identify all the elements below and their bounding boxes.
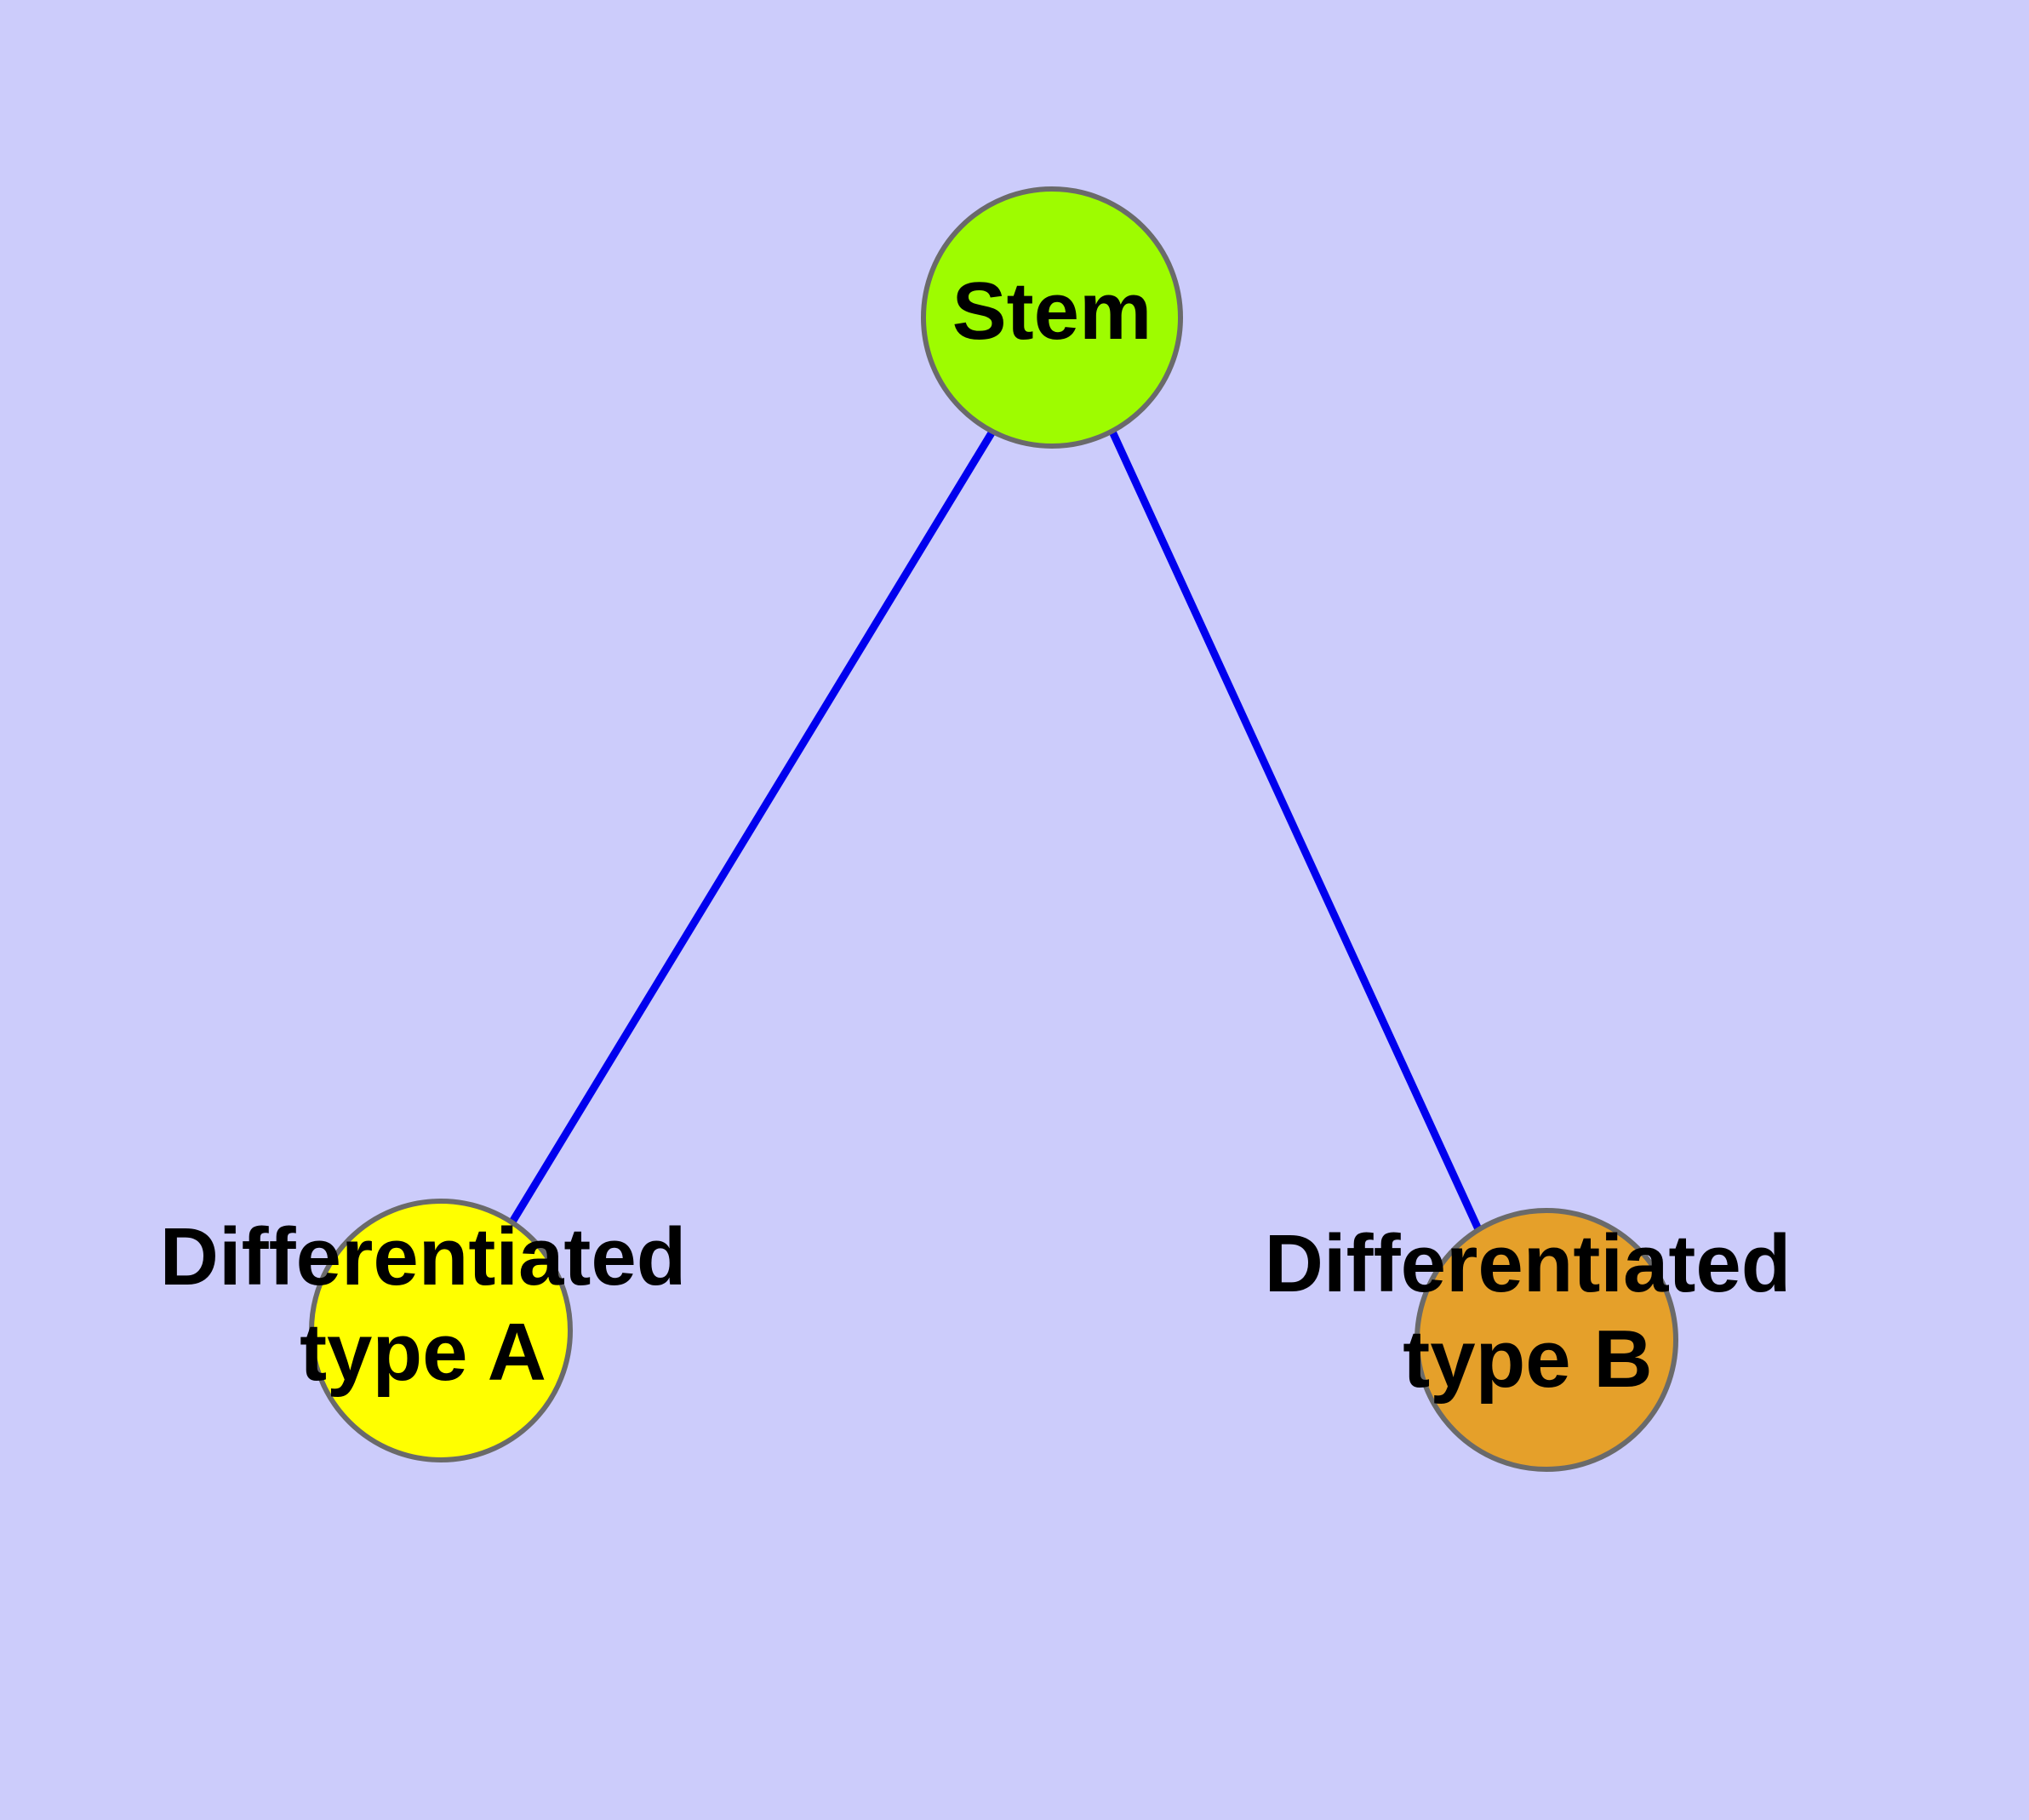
edge-stem-to-diff-b[interactable] bbox=[1108, 430, 1483, 1231]
node-diff-a-circle[interactable] bbox=[309, 1199, 573, 1462]
label-line: type A bbox=[300, 1307, 546, 1398]
edge-stem-to-diff-a[interactable] bbox=[508, 429, 996, 1226]
label-line: Differentiated bbox=[1265, 1218, 1792, 1309]
node-stem[interactable] bbox=[921, 186, 1183, 449]
node-stem-label: Stem bbox=[952, 266, 1152, 357]
label-line: type B bbox=[1403, 1313, 1652, 1405]
node-diff-b-circle[interactable] bbox=[1415, 1208, 1678, 1472]
node-diff-b[interactable] bbox=[1415, 1208, 1678, 1472]
node-layer bbox=[309, 186, 1678, 1472]
label-line: Stem bbox=[952, 266, 1152, 357]
node-diff-a[interactable] bbox=[309, 1199, 573, 1462]
label-line: Differentiated bbox=[160, 1211, 687, 1302]
edge-layer bbox=[508, 429, 1483, 1231]
node-stem-circle[interactable] bbox=[921, 186, 1183, 449]
